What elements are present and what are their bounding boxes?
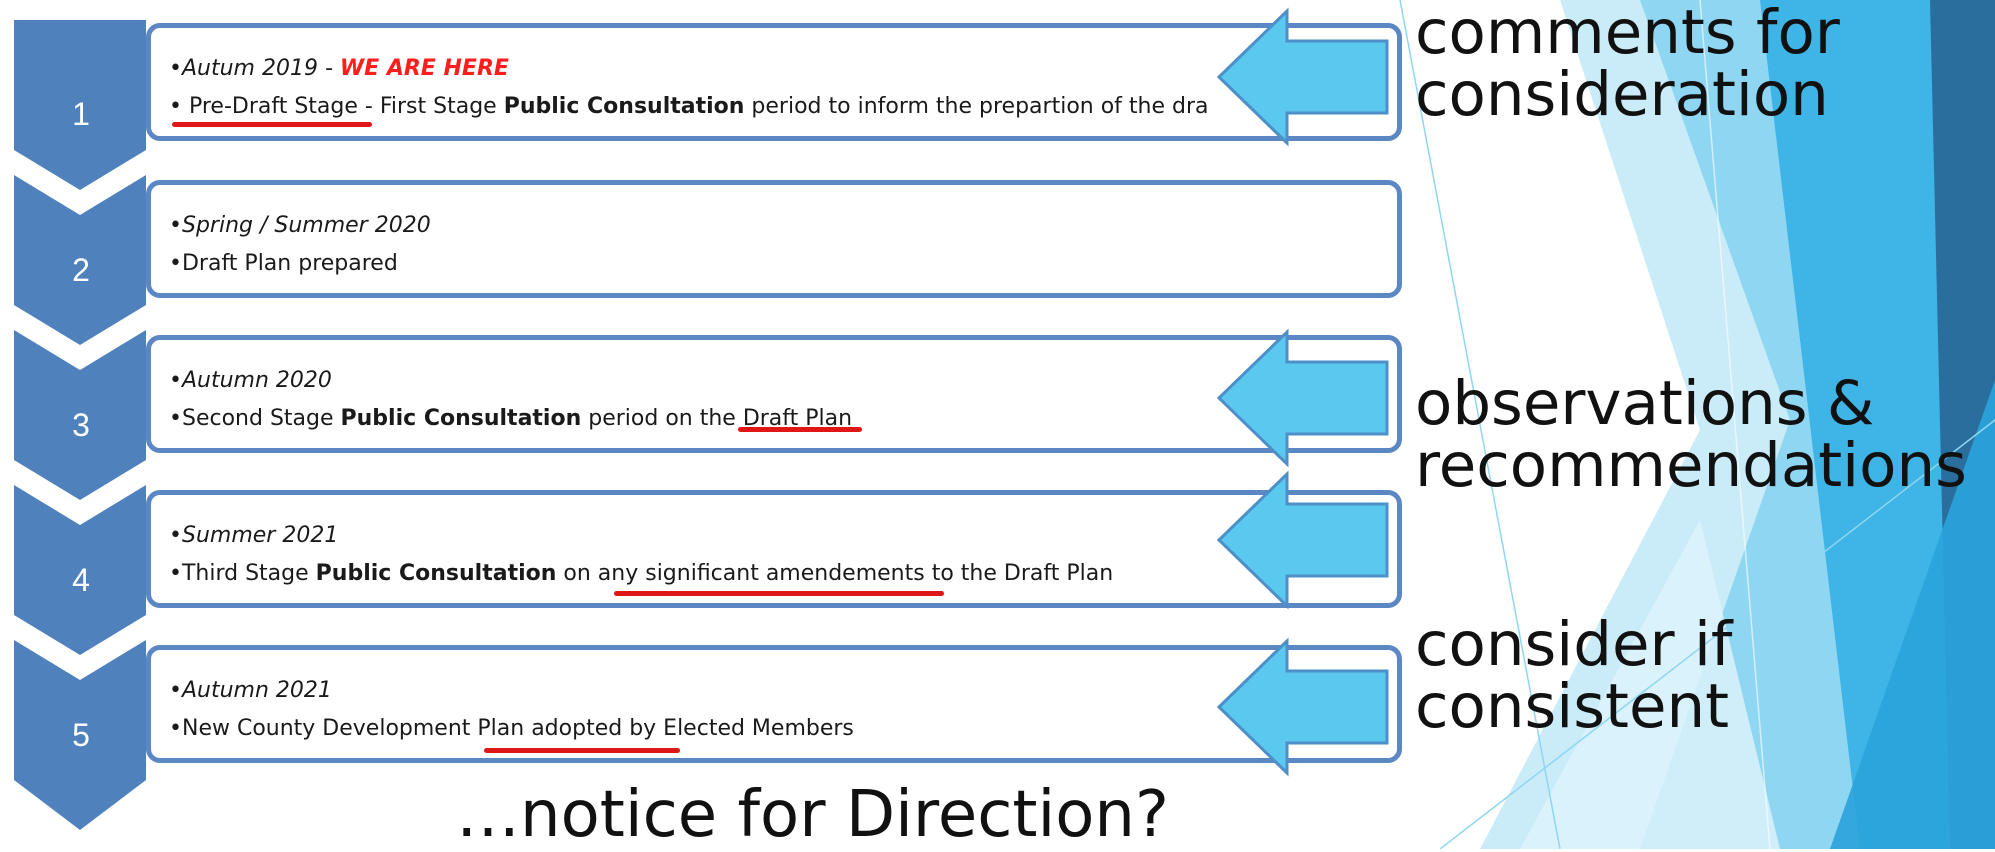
chevron-4 bbox=[14, 485, 146, 655]
stage-1-public-consultation: Public Consultation bbox=[503, 94, 745, 119]
underline-plan-adopted bbox=[484, 748, 680, 753]
chevron-5 bbox=[14, 640, 146, 830]
stage-5-date: Autumn 2021 bbox=[181, 678, 332, 703]
stage-4-third-stage: Third Stage bbox=[181, 561, 316, 586]
stage-box-4: •Summer 2021 •Third Stage Public Consult… bbox=[146, 490, 1402, 608]
left-arrow-icon-3 bbox=[1216, 470, 1389, 610]
stage-number-3: 3 bbox=[72, 407, 90, 443]
stage-number-4: 4 bbox=[72, 562, 90, 598]
chevron-1 bbox=[14, 20, 146, 190]
chevron-2 bbox=[14, 175, 146, 345]
underline-draft-plan bbox=[738, 427, 862, 432]
stage-2-date: Spring / Summer 2020 bbox=[181, 213, 431, 238]
annotation-observations: observations & recommendations bbox=[1415, 373, 1967, 497]
stage-box-3: •Autumn 2020 •Second Stage Public Consul… bbox=[146, 335, 1402, 453]
annotation-observations-line2: recommendations bbox=[1415, 430, 1967, 501]
annotation-comments-line1: comments for bbox=[1415, 0, 1840, 68]
stage-5-description: New County Development Plan adopted by E… bbox=[181, 716, 854, 741]
stage-3-public-consultation: Public Consultation bbox=[340, 406, 582, 431]
stage-text-1: •Autum 2019 - WE ARE HERE • Pre-Draft St… bbox=[169, 56, 1209, 119]
annotation-consider-line1: consider if bbox=[1415, 609, 1733, 680]
stage-4-public-consultation: Public Consultation bbox=[315, 561, 557, 586]
stage-box-1: •Autum 2019 - WE ARE HERE • Pre-Draft St… bbox=[146, 23, 1402, 141]
stage-1-description: period to inform the prepartion of the d… bbox=[744, 94, 1209, 119]
stage-1-date: Autum 2019 - bbox=[181, 56, 340, 81]
stage-text-2: •Spring / Summer 2020 •Draft Plan prepar… bbox=[169, 213, 431, 276]
stage-2-description: Draft Plan prepared bbox=[181, 251, 398, 276]
annotation-observations-line1: observations & bbox=[1415, 368, 1875, 439]
left-arrow-icon-2 bbox=[1216, 328, 1389, 468]
stage-box-2: •Spring / Summer 2020 •Draft Plan prepar… bbox=[146, 180, 1402, 298]
stage-3-second-stage: Second Stage bbox=[181, 406, 341, 431]
chevron-column bbox=[14, 20, 146, 830]
we-are-here-label: WE ARE HERE bbox=[339, 56, 509, 81]
stage-4-date: Summer 2021 bbox=[181, 523, 339, 548]
chevron-3 bbox=[14, 330, 146, 500]
stage-3-description: period on the Draft Plan bbox=[581, 406, 853, 431]
stage-box-5: •Autumn 2021 •New County Development Pla… bbox=[146, 645, 1402, 763]
stage-4-description: on any significant amendements to the Dr… bbox=[556, 561, 1114, 586]
stage-number-1: 1 bbox=[72, 96, 90, 132]
stage-number-5: 5 bbox=[72, 717, 90, 753]
left-arrow-icon-1 bbox=[1216, 7, 1389, 147]
stage-text-4: •Summer 2021 •Third Stage Public Consult… bbox=[169, 523, 1114, 586]
annotation-comments-line2: consideration bbox=[1415, 59, 1829, 130]
stage-number-2: 2 bbox=[72, 252, 90, 288]
footer-question: …notice for Direction? bbox=[456, 778, 1169, 852]
stage-text-3: •Autumn 2020 •Second Stage Public Consul… bbox=[169, 368, 853, 431]
underline-significant-amendements bbox=[614, 591, 944, 596]
annotation-consider-line2: consistent bbox=[1415, 671, 1730, 742]
stage-text-5: •Autumn 2021 •New County Development Pla… bbox=[169, 678, 854, 741]
left-arrow-icon-4 bbox=[1216, 637, 1389, 777]
annotation-consider: consider if consistent bbox=[1415, 614, 1732, 738]
underline-pre-draft-stage bbox=[172, 122, 372, 127]
stage-1-pre-draft: Pre-Draft Stage - bbox=[188, 94, 380, 119]
stage-3-date: Autumn 2020 bbox=[181, 368, 332, 393]
annotation-comments: comments for consideration bbox=[1415, 2, 1840, 126]
stage-1-first-stage: First Stage bbox=[379, 94, 504, 119]
